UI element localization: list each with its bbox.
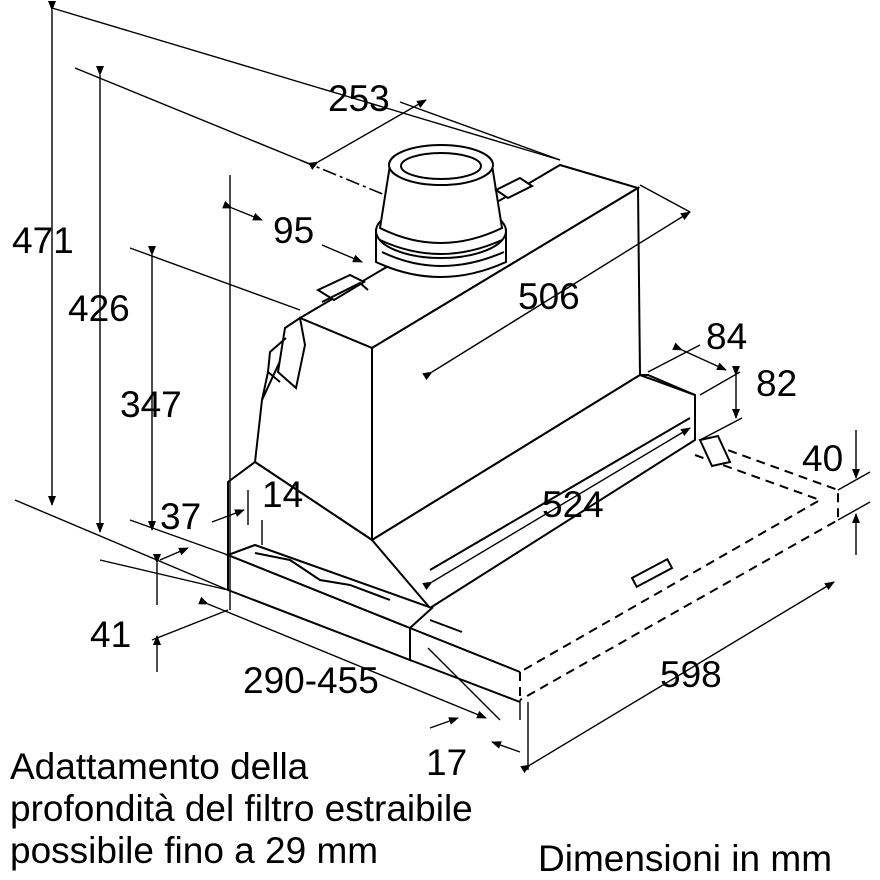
dimension-label-253: 253 [328, 78, 390, 119]
adjustment-note: Adattamento della profondità del filtro … [10, 746, 473, 872]
dimension-label-506: 506 [518, 276, 580, 317]
dim-line-290-455 [198, 596, 487, 719]
dim-line-84 [672, 342, 727, 371]
dimension-label-290-455: 290-455 [243, 660, 379, 701]
dim-line-95 [222, 200, 263, 221]
adjustment-note-line-3: possibile fino a 29 mm [10, 830, 379, 871]
dimension-label-598: 598 [660, 654, 722, 695]
dim-line-598 [520, 581, 835, 774]
dimension-lines [48, 1, 860, 774]
dimension-label-524: 524 [542, 484, 604, 525]
dimension-label-37: 37 [160, 496, 202, 537]
mounting-brackets [266, 176, 534, 390]
adjustment-note-line-2: profondità del filtro estraibile [10, 788, 473, 829]
dimension-label-40: 40 [802, 438, 844, 479]
dim-line-17 [429, 717, 459, 729]
dimension-label-471: 471 [12, 220, 74, 261]
units-note: Dimensioni in mm [538, 838, 833, 879]
dim-line-37 [211, 509, 245, 523]
dimension-label-14: 14 [262, 474, 304, 515]
dim-line-524 [422, 427, 691, 591]
dimension-label-95: 95 [273, 210, 315, 251]
dimension-label-84: 84 [706, 316, 748, 357]
dimension-label-347: 347 [120, 384, 182, 425]
dimension-label-17: 17 [426, 742, 468, 783]
dimension-label-426: 426 [68, 288, 130, 329]
dimension-label-82: 82 [756, 363, 798, 404]
dim-line-506 [422, 211, 691, 381]
duct-collar [375, 144, 507, 278]
adjustment-note-line-1: Adattamento della [10, 746, 309, 787]
dim-line-253 [308, 99, 427, 170]
dim-line-95b [321, 244, 363, 263]
dimension-label-41: 41 [90, 614, 132, 655]
